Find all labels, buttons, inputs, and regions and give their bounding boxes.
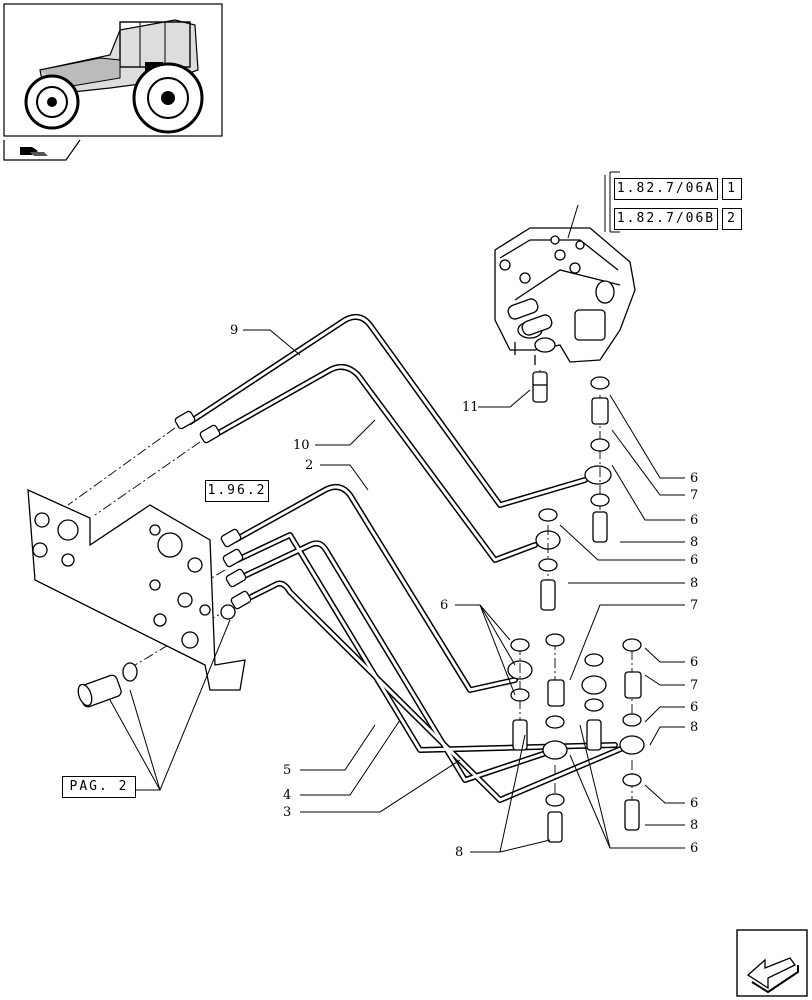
next-page-arrow-icon[interactable] (736, 929, 808, 997)
control-valve-block (494, 227, 636, 365)
callout-6: 6 (690, 471, 698, 486)
ref-box-1-82-7-06b[interactable]: 1.82.7/06B (614, 208, 718, 230)
pipe-end-fittings (174, 410, 645, 760)
callout-6: 6 (690, 700, 698, 715)
ref-box-1-96-2[interactable]: 1.96.2 (205, 480, 269, 502)
ref-box-page-2[interactable]: PAG. 2 (62, 776, 136, 798)
callout-8: 8 (690, 576, 698, 591)
callout-8: 8 (690, 535, 698, 550)
callout-10: 10 (293, 438, 310, 453)
callout-6: 6 (690, 655, 698, 670)
callout-7: 7 (690, 678, 698, 693)
hydraulic-pipes (187, 313, 633, 803)
callout-8: 8 (690, 720, 698, 735)
callout-11: 11 (462, 400, 479, 415)
callout-8: 8 (455, 845, 463, 860)
callout-6: 6 (690, 513, 698, 528)
callout-3: 3 (283, 805, 291, 820)
bulkhead-panel (27, 488, 246, 691)
ref-box-1-82-7-06a[interactable]: 1.82.7/06A (614, 178, 718, 200)
callout-4: 4 (283, 788, 291, 803)
callout-5: 5 (283, 763, 291, 778)
hydraulic-pipes-inner (188, 315, 632, 802)
callout-7: 7 (690, 598, 698, 613)
ref-index-2: 2 (722, 208, 742, 230)
quick-coupler (77, 604, 236, 708)
callout-9: 9 (230, 323, 238, 338)
callout-labels: 9 10 2 11 6 7 6 8 6 8 6 7 6 7 6 8 6 8 6 … (230, 323, 698, 860)
section-tab-icon (3, 139, 81, 161)
leader-lines (109, 329, 685, 853)
callout-2: 2 (305, 458, 313, 473)
fittings-hardware (510, 371, 642, 843)
ref-index-1: 1 (722, 178, 742, 200)
callout-7: 7 (690, 488, 698, 503)
callout-6: 6 (690, 553, 698, 568)
callout-6: 6 (690, 841, 698, 856)
callout-8: 8 (690, 818, 698, 833)
callout-6: 6 (440, 598, 448, 613)
tractor-thumbnail (3, 3, 223, 137)
callout-6: 6 (690, 796, 698, 811)
